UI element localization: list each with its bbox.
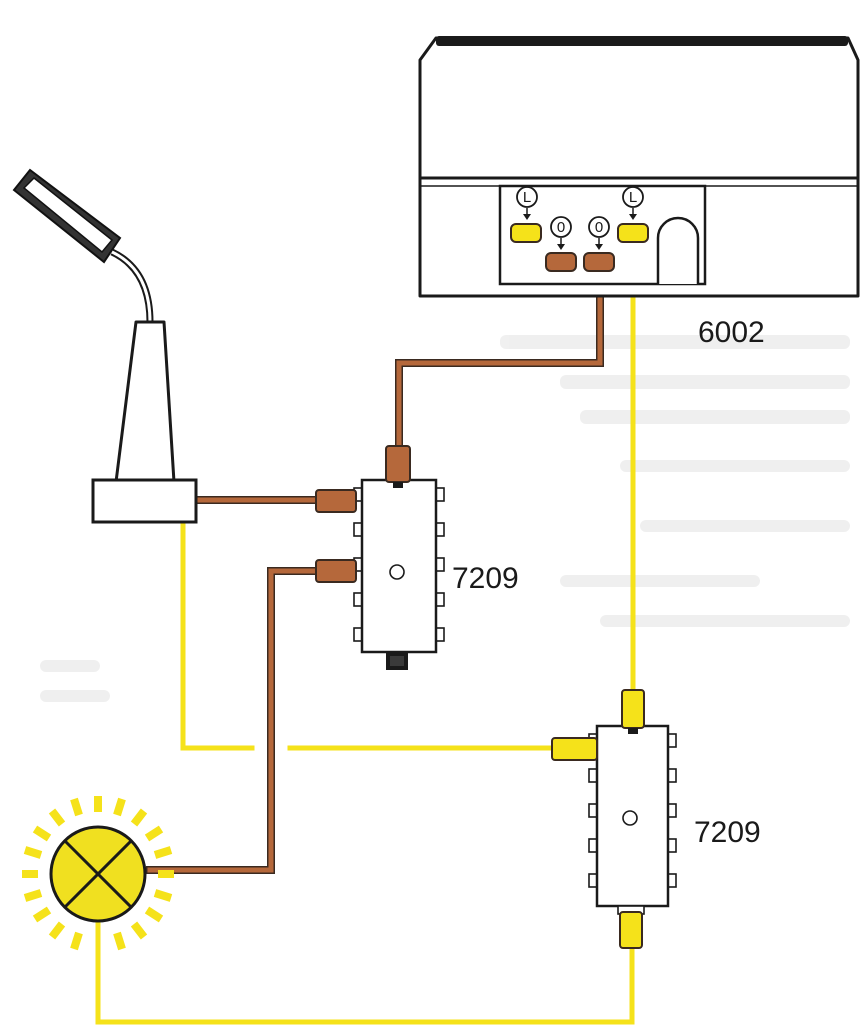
- svg-text:0: 0: [557, 219, 565, 236]
- svg-text:L: L: [629, 189, 637, 206]
- module-7209-bottom: [551, 689, 677, 949]
- power-wires: [95, 237, 636, 1025]
- control-box-6002: L 0 0 L: [418, 36, 860, 298]
- power-wire-module-to-bulb: [95, 917, 635, 1025]
- svg-text:L: L: [523, 189, 531, 206]
- signal-wires: [146, 258, 604, 874]
- port-0-left: 0: [545, 216, 577, 272]
- glow-rays: [22, 796, 174, 951]
- module-bottom-label: 7209: [694, 816, 761, 849]
- port-0-right: 0: [583, 216, 615, 272]
- light-bulb: [22, 796, 174, 951]
- module-7209-top: [315, 445, 445, 670]
- svg-text:0: 0: [595, 219, 603, 236]
- module-top-label: 7209: [452, 562, 519, 595]
- power-wire-lamp-to-module: [180, 519, 255, 751]
- control-box-label: 6002: [698, 316, 765, 349]
- street-lamp: [12, 168, 198, 524]
- port-L-left: L: [510, 186, 542, 243]
- port-L-right: L: [617, 186, 649, 243]
- signal-wire-module-to-bulb: [146, 567, 326, 874]
